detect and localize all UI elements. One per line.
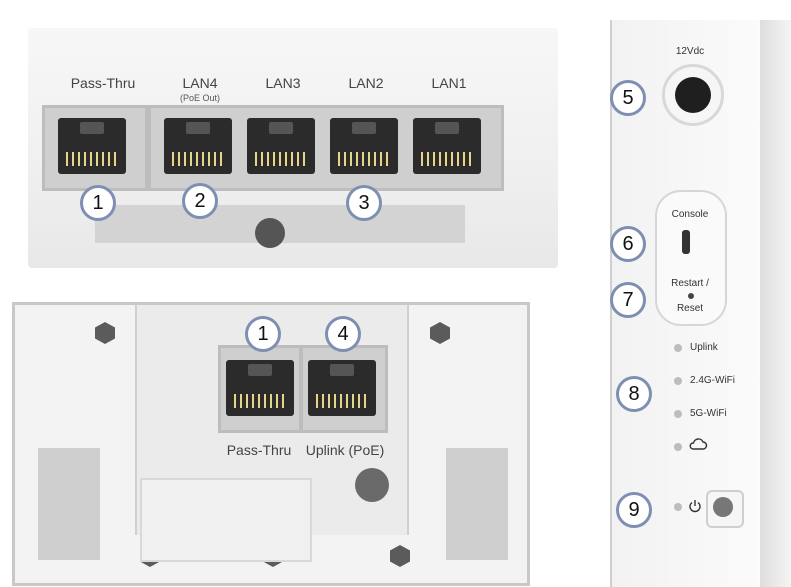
led-label-5g-wifi: 5G-WiFi [690, 408, 727, 419]
console-port [682, 230, 690, 254]
mount-hole-top-right [430, 322, 450, 344]
led-5g-wifi [674, 410, 682, 418]
badge-4: 4 [325, 316, 361, 352]
bracket-screw [255, 218, 285, 248]
label-area [140, 478, 312, 562]
badge-8: 8 [616, 376, 652, 412]
keyhole-slot-right [446, 448, 508, 560]
restart-label: Restart / [671, 278, 709, 289]
bottom-uplink-port [308, 360, 376, 416]
led-label-2g-wifi: 2.4G-WiFi [690, 375, 735, 386]
port-label-lan4: LAN4 [182, 75, 218, 91]
power-label: 12Vdc [675, 46, 705, 57]
lan1-port [413, 118, 481, 174]
bottom-pass-thru-port [226, 360, 294, 416]
console-reset-bay [655, 190, 727, 326]
reset-pinhole [688, 293, 694, 299]
port-sublabel-poe-out: (PoE Out) [179, 93, 220, 103]
lan4-port [164, 118, 232, 174]
power-icon [688, 499, 702, 518]
port-label-pass-thru: Pass-Thru [70, 75, 136, 91]
lan3-port [247, 118, 315, 174]
port-label-lan2: LAN2 [348, 75, 384, 91]
bottom-label-uplink-poe: Uplink (PoE) [305, 442, 385, 458]
led-label-uplink: Uplink [690, 342, 718, 353]
badge-3: 3 [346, 185, 382, 221]
ground-screw [355, 468, 389, 502]
cloud-icon [688, 436, 708, 457]
reset-label: Reset [676, 303, 704, 314]
led-power [674, 503, 682, 511]
keyhole-slot-left [38, 448, 100, 560]
badge-5: 5 [610, 80, 646, 116]
security-screw-icon [713, 497, 733, 517]
side-panel-edge [760, 20, 791, 587]
mount-hole-top-left [95, 322, 115, 344]
led-2g-wifi [674, 377, 682, 385]
badge-7: 7 [610, 282, 646, 318]
badge-6: 6 [610, 226, 646, 262]
badge-1-bottom: 1 [245, 316, 281, 352]
port-label-lan3: LAN3 [265, 75, 301, 91]
badge-9: 9 [616, 492, 652, 528]
console-label: Console [671, 209, 709, 220]
mount-hole-bottom-3 [390, 545, 410, 567]
port-label-lan1: LAN1 [431, 75, 467, 91]
pass-thru-port [58, 118, 126, 174]
bottom-label-pass-thru: Pass-Thru [226, 442, 292, 458]
badge-2: 2 [182, 183, 218, 219]
lan2-port [330, 118, 398, 174]
power-jack-hole [675, 77, 711, 113]
led-cloud [674, 443, 682, 451]
led-uplink [674, 344, 682, 352]
badge-1-top: 1 [80, 185, 116, 221]
